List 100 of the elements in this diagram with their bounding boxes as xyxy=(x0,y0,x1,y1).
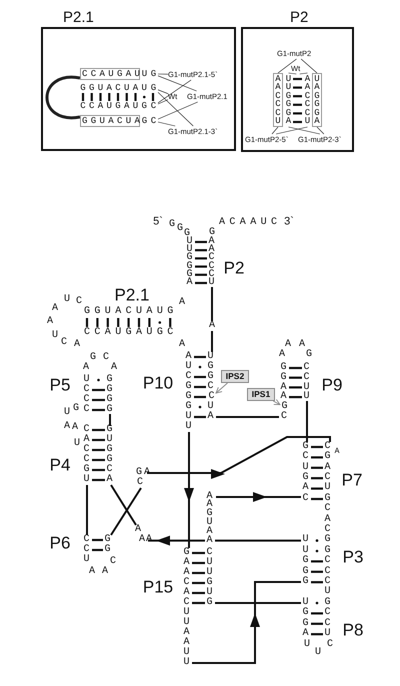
nucleotide: C xyxy=(76,296,82,308)
helix-label: P6 xyxy=(50,534,70,552)
nucleotide-strand: C U U G U G xyxy=(206,548,214,608)
nucleotide: G xyxy=(280,402,289,412)
nucleotide-strand: G G U A C U A U G xyxy=(84,306,172,318)
nucleotide-strand: C A C C G U xyxy=(84,425,90,485)
nucleotide-strand: A A C C C U xyxy=(303,73,312,127)
nucleotide: G xyxy=(184,228,190,239)
nucleotide: A xyxy=(74,339,80,351)
leader-line xyxy=(288,72,297,74)
nucleotide-strand: A A C C C U xyxy=(208,238,216,288)
nucleotide: C xyxy=(327,639,332,651)
leader-line xyxy=(288,126,320,134)
leader-line xyxy=(300,58,318,74)
nucleotide: U xyxy=(64,407,70,419)
sequence-box: G G U A C U A xyxy=(80,115,140,127)
nucleotide-strand: G A xyxy=(136,467,148,478)
nucleotide-strand: U A xyxy=(208,402,214,422)
nucleotide: C xyxy=(149,100,158,112)
nucleotide-strand: U C C C xyxy=(84,375,90,415)
nucleotide: U xyxy=(304,639,310,651)
leader-line xyxy=(278,58,297,74)
nucleotide: A xyxy=(179,297,184,309)
nucleotide: U xyxy=(52,330,58,342)
nucleotide-strand: U G G A xyxy=(302,598,309,640)
leader-line xyxy=(316,126,324,134)
nucleotide: C xyxy=(103,352,108,364)
nucleotide: C xyxy=(149,115,158,127)
nucleotide-strand: C G A C U G C A C G G C C C U G C C U xyxy=(324,442,331,640)
nucleotide: A xyxy=(179,339,184,351)
nucleotide: A xyxy=(279,349,284,361)
nucleotide-strand: U U G G G A xyxy=(186,238,194,288)
leader-line xyxy=(158,99,168,104)
helix-label: P2.1 xyxy=(114,286,150,304)
nucleotide: C xyxy=(281,411,286,423)
helix-label: P2 xyxy=(224,260,244,276)
strand-end-label: 3` xyxy=(284,216,294,228)
nucleotide-strand: C C A U G A U G xyxy=(80,100,146,112)
nucleotide-strand: C C A U G A U G C xyxy=(84,327,172,339)
nucleotide: A xyxy=(52,303,58,315)
nucleotide: A xyxy=(135,524,140,535)
nucleotide-strand: G G xyxy=(104,535,112,555)
nucleotide: U xyxy=(64,294,70,306)
nucleotide: A xyxy=(334,447,340,457)
helix-label: P3 xyxy=(342,548,364,566)
nucleotide-strand: G G G G xyxy=(106,375,114,415)
nucleotide: U xyxy=(74,438,80,450)
leader-line xyxy=(158,90,168,94)
leader-line xyxy=(276,126,308,134)
leader-line xyxy=(158,102,198,120)
nucleotide: G xyxy=(149,82,158,94)
nucleotide-strand: G C U G A C xyxy=(302,442,310,504)
nucleotide: A xyxy=(83,362,88,374)
nucleotide-strand: A A G U A A xyxy=(206,492,214,546)
ips-tag: IPS1 xyxy=(247,388,275,401)
helix-label: P7 xyxy=(342,472,362,488)
helix-label: P10 xyxy=(142,374,174,392)
leader-line xyxy=(158,92,194,126)
nucleotide: G xyxy=(169,219,174,231)
nucleotide-strand: U U G G G A xyxy=(284,73,293,127)
nucleotide: U xyxy=(315,647,320,659)
nucleotide: A xyxy=(299,339,304,351)
leader-line xyxy=(158,122,176,126)
leader-arrow xyxy=(272,399,280,406)
helix-label: P8 xyxy=(342,622,364,638)
helix-label: P5 xyxy=(50,376,70,394)
nucleotide: A xyxy=(102,566,108,578)
nucleotide-strand: U U G G G xyxy=(302,535,310,588)
nucleotide: C xyxy=(137,477,142,489)
nucleotide: A xyxy=(89,566,94,578)
nucleotide-strand: G A A C A C U U A A U U xyxy=(184,548,190,668)
nucleotide: G xyxy=(73,403,78,415)
nucleotide: G xyxy=(149,68,158,80)
panel-title: P2.1 xyxy=(63,10,94,25)
leader-arrow xyxy=(216,382,228,394)
nucleotide-strand: G G A A xyxy=(280,363,288,402)
nucleotide: G xyxy=(142,116,146,126)
sequence-box: C C A U G A U xyxy=(80,68,140,80)
nucleotide: A xyxy=(64,421,70,433)
helix-label: P4 xyxy=(50,456,70,474)
panel-title: P2 xyxy=(290,10,308,25)
nucleotide-strand: A C A A U C xyxy=(219,217,276,229)
nucleotide: G xyxy=(90,352,96,364)
nucleotide-strand: A U C G G G U U xyxy=(186,352,192,432)
nucleotide: A xyxy=(72,422,78,434)
nucleotide: A xyxy=(111,362,116,374)
nucleotide: A xyxy=(285,339,290,351)
nucleotide: U xyxy=(142,68,146,80)
helix-label: P9 xyxy=(322,376,342,394)
leader-line xyxy=(158,76,197,92)
strand-end-label: 5` xyxy=(153,216,163,228)
sequence-box: A A C C C U xyxy=(273,73,283,127)
nucleotide-strand: G G U A C U A U xyxy=(80,82,146,94)
nucleotide: C xyxy=(110,556,116,568)
nucleotide: A xyxy=(47,316,52,328)
sequence-box: U A G G G A xyxy=(312,73,322,127)
loop-line xyxy=(46,76,80,120)
nucleotide-strand: C C U U xyxy=(304,363,310,402)
helix-label: P15 xyxy=(142,578,174,596)
nucleotide: G xyxy=(306,349,312,361)
